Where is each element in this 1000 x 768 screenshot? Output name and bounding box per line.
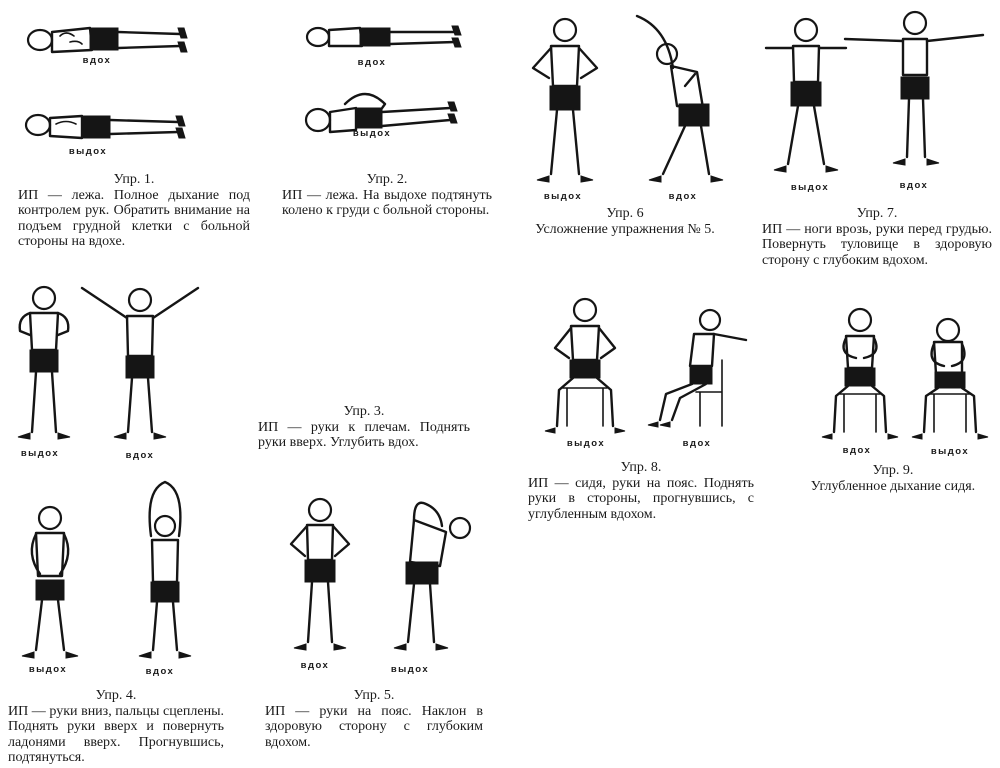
- ex7-caption: Упр. 7. ИП — ноги врозь, руки перед груд…: [762, 206, 992, 268]
- ex7-label-right: вдох: [899, 180, 929, 191]
- ex7-figure-inhale: [843, 10, 985, 166]
- ex5-figure-exhale: [393, 501, 472, 651]
- ex3-label-right: вдох: [125, 450, 155, 461]
- ex1-label-bottom: выдох: [68, 146, 108, 157]
- ex3-figure-inhale: [80, 286, 200, 440]
- ex7-label-left: выдох: [790, 182, 830, 193]
- ex5-description: ИП — руки на пояс. Наклон в здоровую сто…: [265, 703, 483, 750]
- ex4-description: ИП — руки вниз, пальцы сцеплены. Поднять…: [8, 703, 224, 766]
- ex6-description: Усложнение упражнения № 5.: [535, 221, 715, 237]
- ex2-figure-inhale: [305, 25, 462, 48]
- ex8-label-left: выдох: [566, 438, 606, 449]
- ex9-label-right: выдох: [930, 446, 970, 457]
- ex2-caption: Упр. 2. ИП — лежа. На выдохе подтянуть к…: [282, 172, 492, 219]
- ex5-label-right: выдох: [390, 664, 430, 675]
- ex7-description: ИП — ноги врозь, руки перед грудью. Пове…: [762, 221, 992, 268]
- ex8-description: ИП — сидя, руки на пояс. Поднять руки в …: [528, 475, 754, 522]
- ex6-caption: Упр. 6 Усложнение упражнения № 5.: [505, 206, 745, 237]
- ex1-figure-inhale: [26, 26, 188, 54]
- ex3-caption: Упр. 3. ИП — руки к плечам. Поднять руки…: [258, 404, 470, 451]
- ex3-figure-exhale: [17, 285, 71, 440]
- ex6-label-right: вдох: [668, 191, 698, 202]
- ex7-figure-exhale: [764, 17, 848, 173]
- ex9-title: Упр. 9.: [872, 463, 914, 478]
- ex8-figure-inhale: [647, 308, 748, 428]
- ex7-title: Упр. 7.: [856, 206, 898, 221]
- ex5-title: Упр. 5.: [353, 688, 395, 703]
- ex4-caption: Упр. 4. ИП — руки вниз, пальцы сцеплены.…: [8, 688, 224, 766]
- ex8-caption: Упр. 8. ИП — сидя, руки на пояс. Поднять…: [528, 460, 754, 522]
- ex1-label-top: вдох: [82, 55, 112, 66]
- ex1-title: Упр. 1.: [113, 172, 155, 187]
- ex1-description: ИП — лежа. Полное дыхание под контролем …: [18, 187, 250, 250]
- ex4-label-left: выдох: [28, 664, 68, 675]
- ex2-label-top: вдох: [357, 57, 387, 68]
- ex4-figure-inhale: [138, 480, 192, 659]
- ex8-figure-exhale: [544, 297, 626, 434]
- ex2-figure-exhale: [304, 92, 458, 134]
- ex3-description: ИП — руки к плечам. Поднять руки вверх. …: [258, 419, 470, 451]
- ex9-caption: Упр. 9. Углубленное дыхание сидя.: [790, 463, 996, 494]
- ex4-figure-exhale: [21, 505, 79, 659]
- ex6-figure-inhale: [635, 14, 724, 183]
- ex9-label-left: вдох: [842, 445, 872, 456]
- ex8-title: Упр. 8.: [620, 460, 662, 475]
- ex9-figure-inhale: [821, 307, 899, 440]
- ex6-figure-exhale: [531, 17, 599, 183]
- ex8-label-right: вдох: [682, 438, 712, 449]
- ex4-label-right: вдох: [145, 666, 175, 677]
- ex2-description: ИП — лежа. На выдохе подтянуть колено к …: [282, 187, 492, 219]
- ex5-label-left: вдох: [300, 660, 330, 671]
- ex6-label-left: выдох: [543, 191, 583, 202]
- ex2-title: Упр. 2.: [366, 172, 408, 187]
- ex2-label-bottom: выдох: [352, 128, 392, 139]
- ex3-label-left: выдох: [20, 448, 60, 459]
- ex1-caption: Упр. 1. ИП — лежа. Полное дыхание под ко…: [18, 172, 250, 250]
- ex5-figure-inhale: [289, 497, 351, 651]
- ex9-description: Углубленное дыхание сидя.: [810, 478, 976, 494]
- ex1-figure-exhale: [24, 113, 186, 140]
- ex5-caption: Упр. 5. ИП — руки на пояс. Наклон в здор…: [265, 688, 483, 750]
- ex6-title: Упр. 6: [606, 206, 644, 221]
- ex3-title: Упр. 3.: [343, 404, 385, 419]
- ex9-figure-exhale: [911, 317, 989, 440]
- ex4-title: Упр. 4.: [95, 688, 137, 703]
